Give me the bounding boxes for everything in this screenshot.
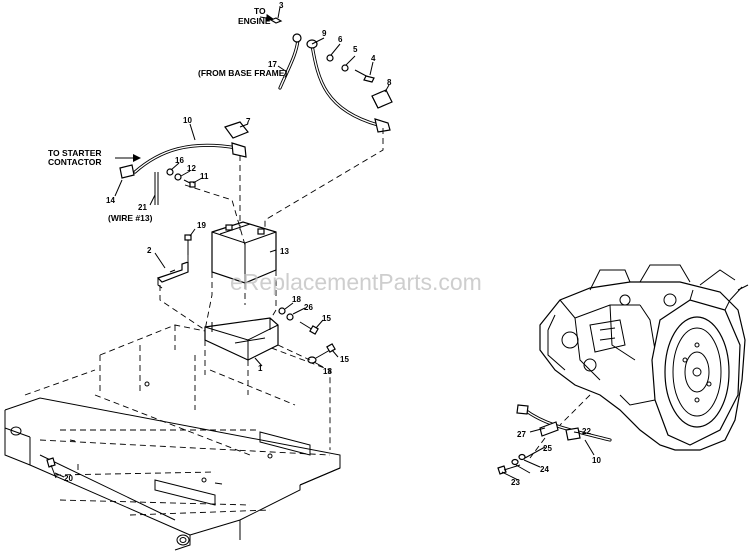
callout-3: 3 xyxy=(279,1,284,10)
callout-1: 1 xyxy=(258,364,263,373)
to-engine-label-line2: ENGINE xyxy=(238,16,271,26)
callout-15-lower: 15 xyxy=(340,355,349,364)
engine-hardware-3-6 xyxy=(269,17,375,83)
callout-21: 21 xyxy=(138,203,147,212)
terminal-boot-8 xyxy=(371,89,393,109)
engine-hardware-23-25 xyxy=(497,453,526,475)
callout-2: 2 xyxy=(147,246,152,255)
callout-10-upper: 10 xyxy=(183,116,192,125)
callout-25: 25 xyxy=(543,444,552,453)
callout-22: 22 xyxy=(582,427,591,436)
hold-down-bracket xyxy=(156,261,189,289)
callout-18-upper: 18 xyxy=(292,295,301,304)
callout-6: 6 xyxy=(338,35,343,44)
callout-4: 4 xyxy=(371,54,376,63)
hardware-stack-lower xyxy=(307,343,336,364)
callout-14: 14 xyxy=(106,196,115,205)
callout-15-upper: 15 xyxy=(322,314,331,323)
callout-16: 16 xyxy=(175,156,184,165)
battery xyxy=(211,221,277,284)
callout-26: 26 xyxy=(304,303,313,312)
callout-19: 19 xyxy=(197,221,206,230)
small-hardware-11-12-16 xyxy=(166,168,196,188)
starter-cable xyxy=(119,142,247,205)
to-starter-label-line1: TO STARTER xyxy=(48,148,102,158)
callout-27: 27 xyxy=(517,430,526,439)
callout-9: 9 xyxy=(322,29,327,38)
base-frame xyxy=(4,324,341,551)
callout-12: 12 xyxy=(187,164,196,173)
callout-8: 8 xyxy=(387,78,392,87)
callout-13: 13 xyxy=(280,247,289,256)
engine-assembly xyxy=(539,264,749,451)
battery-tray xyxy=(204,317,279,361)
hardware-stack-upper xyxy=(278,307,319,335)
callout-24: 24 xyxy=(540,465,549,474)
callout-18-lower: 18 xyxy=(323,367,332,376)
callout-20: 20 xyxy=(64,474,73,483)
leader-lines xyxy=(54,6,595,481)
callout-11: 11 xyxy=(200,172,209,181)
ground-cable xyxy=(278,33,391,133)
engine-cable xyxy=(516,404,612,442)
to-engine-label-line1: TO xyxy=(254,6,266,16)
bolt-19 xyxy=(184,234,192,255)
to-starter-label-line2: CONTACTOR xyxy=(48,157,102,167)
terminal-boot-7 xyxy=(224,121,249,139)
bolt-20 xyxy=(46,457,57,479)
callout-17: 17 xyxy=(268,60,277,69)
callout-7: 7 xyxy=(246,117,251,126)
watermark: eReplacementParts.com xyxy=(230,269,482,295)
callout-5: 5 xyxy=(353,45,358,54)
from-base-frame-label: (FROM BASE FRAME) xyxy=(198,68,287,78)
wire-13-label: (WIRE #13) xyxy=(108,213,153,223)
callout-23: 23 xyxy=(511,478,520,487)
callout-10-lower: 10 xyxy=(592,456,601,465)
